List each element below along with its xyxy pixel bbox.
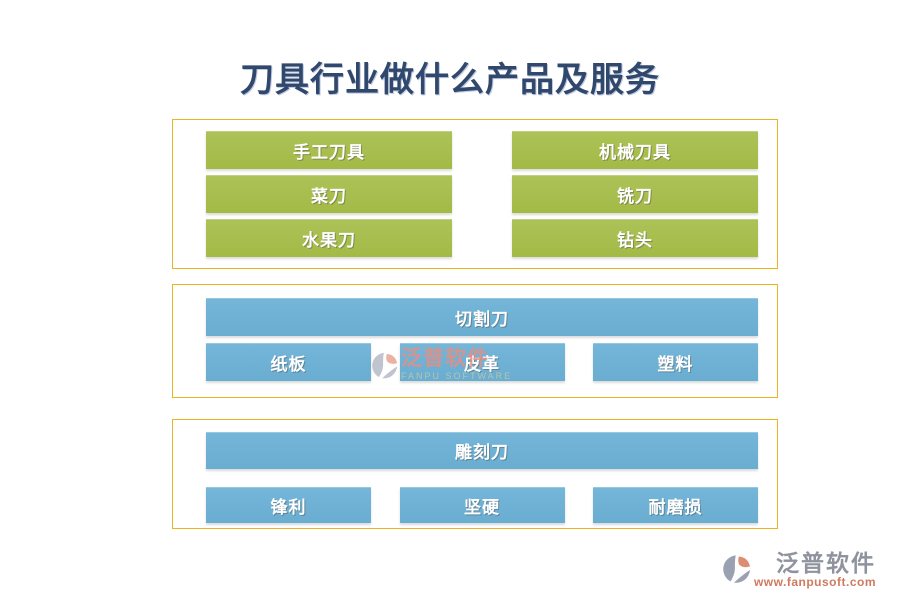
group-cutting-knife: 切割刀 纸板 皮革 塑料 (172, 284, 778, 398)
page-title: 刀具行业做什么产品及服务 (240, 60, 660, 100)
node-kitchen-knife: 菜刀 (206, 175, 452, 213)
node-machine-tools: 机械刀具 (512, 131, 758, 169)
node-fruit-knife: 水果刀 (206, 219, 452, 257)
group-cutting-knife-row: 纸板 皮革 塑料 (206, 343, 758, 381)
node-wear-resistant: 耐磨损 (593, 487, 758, 523)
node-carving-knife: 雕刻刀 (206, 432, 758, 469)
node-leather: 皮革 (399, 343, 565, 381)
column-hand-tools: 手工刀具 菜刀 水果刀 (206, 131, 452, 257)
node-cardboard: 纸板 (206, 343, 371, 381)
footer-website: www.fanpusoft.com (753, 575, 876, 589)
node-milling-cutter: 铣刀 (512, 175, 758, 213)
node-plastic: 塑料 (593, 343, 758, 381)
fanpu-logo-icon (723, 555, 750, 583)
node-cutting-knife: 切割刀 (206, 298, 758, 336)
group-knife-types: 手工刀具 菜刀 水果刀 机械刀具 铣刀 钻头 (172, 119, 778, 269)
footer-logo-text: 泛普软件 www.fanpusoft.com (754, 551, 876, 589)
node-hand-tools: 手工刀具 (206, 131, 452, 169)
footer-brand: 泛普软件 (776, 550, 876, 576)
group-carving-knife: 雕刻刀 锋利 坚硬 耐磨损 (172, 419, 778, 529)
footer-logo: 泛普软件 www.fanpusoft.com (723, 551, 876, 589)
node-hard: 坚硬 (399, 487, 565, 523)
group-carving-knife-row: 锋利 坚硬 耐磨损 (206, 487, 758, 523)
column-machine-tools: 机械刀具 铣刀 钻头 (512, 131, 758, 257)
node-sharp: 锋利 (206, 487, 371, 523)
group-knife-types-columns: 手工刀具 菜刀 水果刀 机械刀具 铣刀 钻头 (206, 131, 758, 257)
node-drill-bit: 钻头 (512, 219, 758, 257)
